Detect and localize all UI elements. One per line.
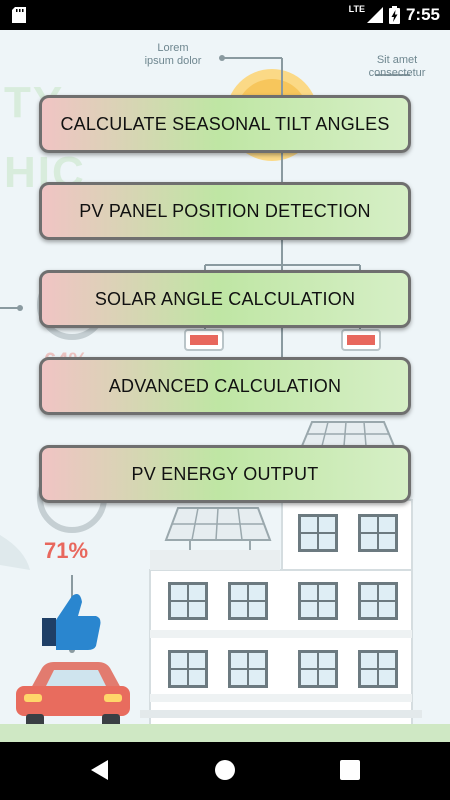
window-icon (168, 650, 208, 688)
navigation-bar (0, 742, 450, 800)
sd-card-icon (12, 7, 26, 23)
battery-charging-icon (388, 6, 400, 24)
advanced-calculation-button[interactable]: ADVANCED CALCULATION (39, 357, 411, 415)
ground (0, 724, 450, 742)
clock: 7:55 (405, 5, 440, 24)
window-icon (168, 582, 208, 620)
solar-angle-calculation-button[interactable]: SOLAR ANGLE CALCULATION (39, 270, 411, 328)
thumbs-up-icon (42, 594, 101, 650)
window-icon (358, 582, 398, 620)
signal-icon (366, 7, 383, 23)
network-type-label: LTE (348, 4, 365, 14)
back-icon[interactable] (90, 759, 110, 781)
pv-energy-output-button[interactable]: PV ENERGY OUTPUT (39, 445, 411, 503)
window-icon (298, 582, 338, 620)
calculate-seasonal-tilt-angles-button[interactable]: CALCULATE SEASONAL TILT ANGLES (39, 95, 411, 153)
top-right-caption: Sit amet consectetur (368, 54, 426, 79)
window-icon (228, 650, 268, 688)
top-left-caption: Lorem ipsum dolor (144, 42, 202, 67)
window-icon (358, 514, 398, 552)
window-icon (298, 514, 338, 552)
pv-panel-position-detection-button[interactable]: PV PANEL POSITION DETECTION (39, 182, 411, 240)
window-icon (298, 650, 338, 688)
recents-icon[interactable] (340, 760, 360, 780)
gauge-percent-bottom: 71% (44, 538, 89, 563)
home-icon[interactable] (214, 759, 236, 781)
window-icon (358, 650, 398, 688)
status-bar: LTE 7:55 (0, 0, 450, 30)
window-icon (228, 582, 268, 620)
